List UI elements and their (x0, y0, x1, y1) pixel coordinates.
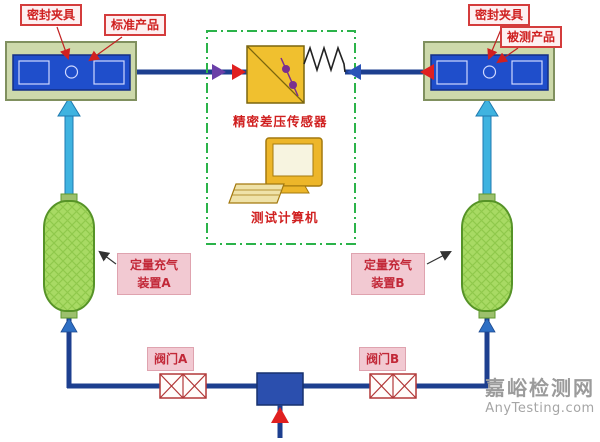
watermark-site-url: AnyTesting.com (485, 401, 595, 416)
computer-icon (228, 137, 323, 204)
pointer-standard-product (88, 36, 123, 62)
pointer-test-product (496, 47, 519, 64)
diff-pressure-sensor-icon (246, 45, 305, 104)
charge-a-line2: 装置A (137, 276, 171, 290)
label-diff-pressure-sensor: 精密差压传感器 (233, 114, 328, 129)
flow-arrow-up-left (57, 97, 81, 197)
flow-arrow-red-left (232, 64, 246, 80)
label-test-product: 被测产品 (500, 26, 563, 49)
standard-product-part (12, 54, 131, 91)
pointer-seal-fixture-left (56, 26, 71, 61)
flow-arrow-blue-right (347, 64, 361, 80)
label-seal-fixture-left: 密封夹具 (20, 4, 83, 27)
label-charge-device-a: 定量充气 装置A (117, 253, 191, 295)
pointer-seal-fixture-right (487, 26, 503, 60)
test-product-part (430, 54, 549, 91)
gas-inlet-block (256, 372, 304, 406)
label-standard-product: 标准产品 (104, 14, 167, 37)
keyboard-icon (228, 183, 285, 204)
charge-b-line1: 定量充气 (363, 258, 412, 272)
valve-b-symbol (369, 373, 417, 399)
gas-cylinder-left (43, 193, 95, 319)
gas-inlet-arrow (271, 407, 289, 423)
watermark: 嘉峪检测网 AnyTesting.com (484, 376, 596, 418)
flow-arrow-red-right (420, 64, 434, 80)
seal-fixture-right (423, 41, 555, 101)
flow-arrow-up-right (475, 97, 499, 197)
label-seal-fixture-right: 密封夹具 (468, 4, 531, 27)
charge-b-line2: 装置B (371, 276, 405, 290)
label-test-computer: 测试计算机 (251, 210, 319, 225)
valve-a-symbol (159, 373, 207, 399)
label-valve-a: 阀门A (147, 347, 195, 371)
measurement-zone-border (206, 30, 356, 245)
flow-arrow-purple-left (212, 64, 226, 80)
pointer-charge-b (426, 251, 452, 265)
label-valve-b: 阀门B (359, 347, 407, 371)
seal-fixture-left (5, 41, 137, 101)
spring-icon (303, 45, 346, 73)
label-charge-device-b: 定量充气 装置B (351, 253, 425, 295)
gas-cylinder-right (461, 193, 513, 319)
charge-a-line1: 定量充气 (129, 258, 178, 272)
flow-arrow-up-small-left (60, 317, 78, 333)
flow-arrow-up-small-right (478, 317, 496, 333)
pointer-charge-a (98, 250, 117, 265)
watermark-site-name: 嘉峪检测网 (485, 376, 595, 400)
